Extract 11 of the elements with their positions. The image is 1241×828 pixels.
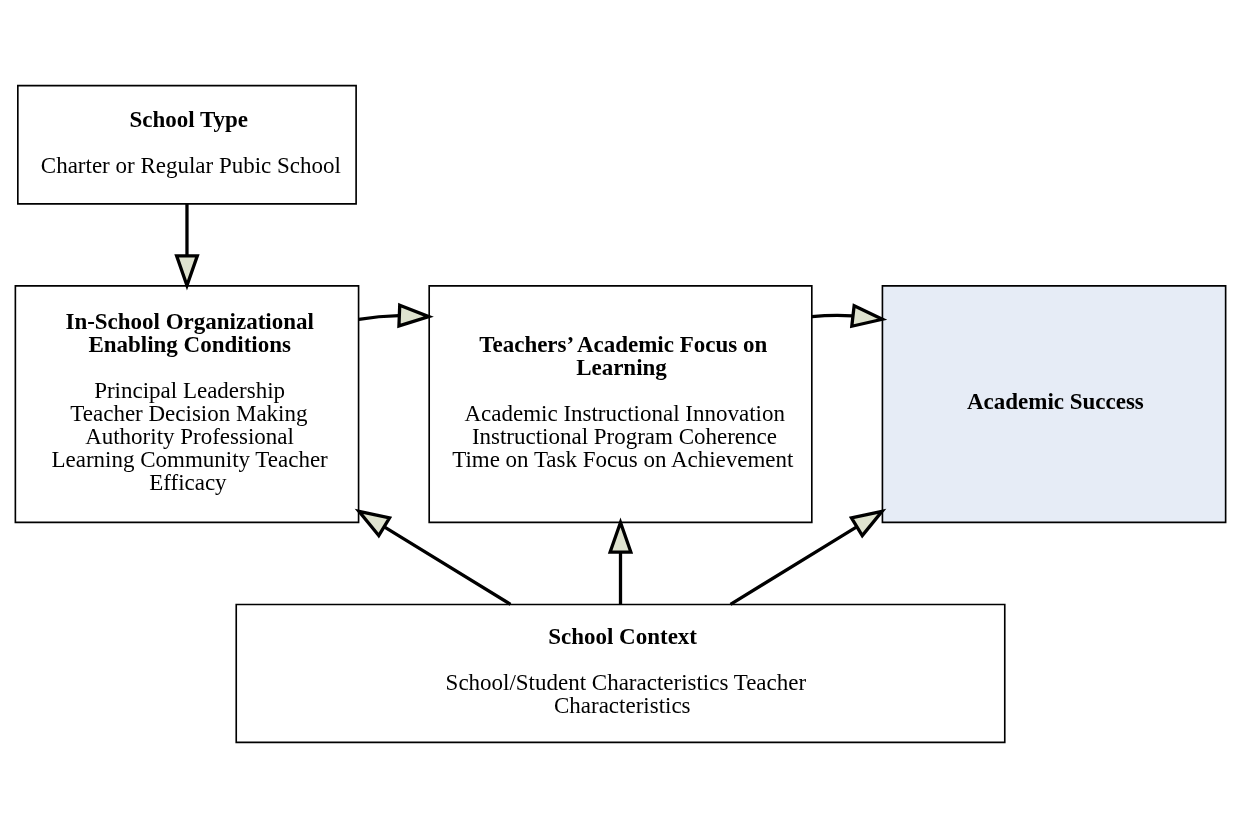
arrow (729, 508, 887, 606)
arrow (174, 203, 200, 291)
arrow (607, 517, 634, 605)
arrow (354, 508, 512, 606)
node-box: In-School Organizational Enabling Conditions Principal Leadership Teacher Decision Making Authority Professional Learning Community Teacher Efficacy (14, 285, 360, 524)
node-box: School Context School/Student Characteristics Teacher Characteristics (235, 603, 1006, 744)
node-box: Teachers’ Academic Focus on Learning Academic Instructional Innovation Instructional Program Coherence Time on Task Focus on Achievement (428, 285, 813, 524)
node-box: School Type Charter or Regular Pubic School (17, 84, 357, 205)
arrow (358, 302, 434, 329)
arrow (811, 303, 888, 329)
node-box: Academic Success (881, 285, 1227, 524)
